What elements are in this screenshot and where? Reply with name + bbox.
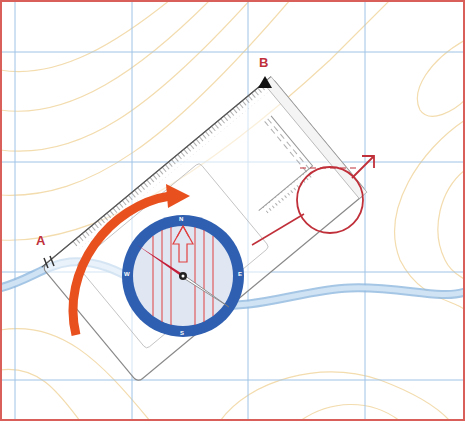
point-label: B [259,56,268,69]
point-label: A [36,234,45,247]
compass-capsule [122,215,244,337]
compass-baseplate [42,77,367,383]
magnifier-symbol [252,156,374,245]
bearing-letter: W [124,271,130,277]
bearing-letter: E [238,271,242,277]
point-marker [44,256,54,268]
bearing-letter: N [179,216,183,222]
point-marker [258,76,272,88]
bearing-letter: S [180,330,184,336]
